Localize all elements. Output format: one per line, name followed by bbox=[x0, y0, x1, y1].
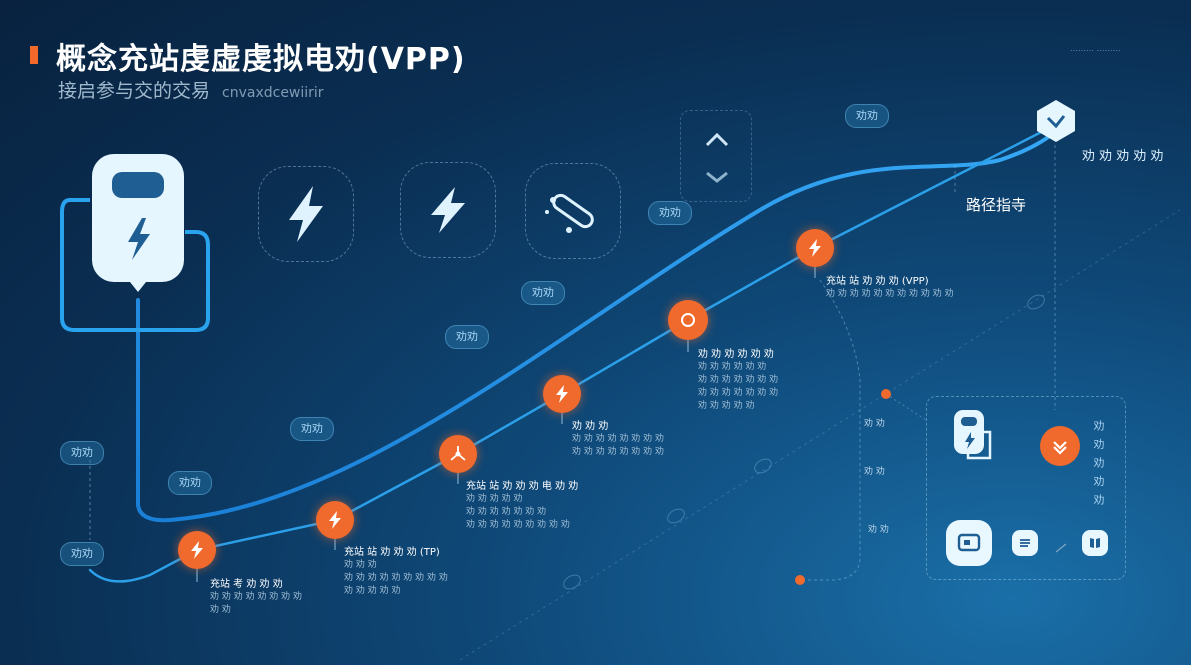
tag-pill-lower: 劝劝 bbox=[290, 417, 334, 441]
mini-charger-icon bbox=[950, 408, 992, 466]
plug-icon bbox=[545, 193, 594, 233]
ring-icon bbox=[681, 313, 695, 327]
side-label-3: 劝 劝 bbox=[868, 525, 889, 535]
node-caption-6: 充站 站 劝 劝 劝 (VPP) 劝 劝 劝 劝 劝 劝 劝 劝 劝 劝 劝 bbox=[826, 275, 954, 301]
bolt-icon bbox=[431, 187, 465, 233]
node-caption-line: 劝 劝 劝 劝 劝 劝 劝 劝 劝 bbox=[466, 520, 570, 530]
timeline-node-1[interactable] bbox=[178, 531, 216, 569]
chevron-down-icon bbox=[1053, 441, 1067, 455]
node-caption-1: 充站 考 劝 劝 劝 劝 劝 劝 劝 劝 劝 劝 劝 劝 劝 bbox=[210, 578, 302, 617]
chevron-up-down-icon bbox=[705, 132, 729, 183]
node-caption-line: 劝 劝 劝 劝 劝 bbox=[698, 401, 755, 411]
node-caption-3: 充站 站 劝 劝 劝 电 劝 劝 劝 劝 劝 劝 劝 劝 劝 劝 劝 劝 劝 劝… bbox=[466, 480, 578, 532]
page-subtitle: 接启参与交的交易 cnvaxdcewiirir bbox=[58, 76, 324, 103]
node-caption-line: 劝 劝 劝 劝 劝 劝 劝 bbox=[698, 388, 779, 398]
node-caption-line: 劝 劝 bbox=[210, 605, 231, 615]
bolt-icon-card-2 bbox=[400, 162, 496, 258]
network-icon bbox=[450, 446, 466, 461]
right-section-title: 劝 劝 劝 劝 劝 bbox=[1082, 149, 1164, 164]
node-caption-4: 劝 劝 劝 劝 劝 劝 劝 劝 劝 劝 劝 劝 劝 劝 劝 劝 劝 劝 劝 bbox=[572, 420, 664, 459]
corner-caption: ……… ……… bbox=[1070, 44, 1121, 53]
node-caption-line: 劝 劝 劝 bbox=[344, 560, 377, 570]
node-caption-title: 充站 站 劝 劝 劝 (VPP) bbox=[826, 276, 929, 287]
tag-pill-center: 劝劝 bbox=[521, 281, 565, 305]
route-guide-label: 路径指寺 bbox=[966, 196, 1027, 214]
node-caption-title: 充站 考 劝 劝 劝 bbox=[210, 579, 283, 590]
panel-app-button[interactable] bbox=[946, 520, 992, 566]
node-caption-line: 劝 劝 劝 劝 劝 劝 劝 劝 bbox=[210, 592, 303, 602]
page-title: 概念充站虔虚虔拟电劝(VPP) bbox=[56, 42, 466, 77]
plug-icon-card bbox=[525, 163, 621, 259]
bolt-icon bbox=[191, 541, 203, 559]
tag-pill-left-1: 劝劝 bbox=[60, 441, 104, 465]
tag-pill-mid-right: 劝劝 bbox=[648, 201, 692, 225]
book-icon bbox=[1090, 538, 1100, 548]
summary-panel bbox=[926, 396, 1126, 580]
node-caption-title: 充站 站 劝 劝 劝 (TP) bbox=[344, 547, 440, 558]
panel-vertical-text: 劝 劝 劝 劝 劝 bbox=[1092, 420, 1105, 507]
side-label-2: 劝 劝 bbox=[864, 467, 885, 477]
scroll-arrows-card bbox=[680, 110, 752, 202]
node-caption-line: 劝 劝 劝 劝 劝 劝 劝 bbox=[698, 375, 779, 385]
node-caption-line: 劝 劝 劝 劝 劝 劝 劝 劝 劝 bbox=[344, 573, 448, 583]
node-caption-5: 劝 劝 劝 劝 劝 劝 劝 劝 劝 劝 劝 劝 劝 劝 劝 劝 劝 劝 劝 劝 … bbox=[698, 348, 778, 413]
subtitle-text: 接启参与交的交易 bbox=[58, 80, 211, 102]
bolt-icon bbox=[289, 186, 323, 242]
node-caption-line: 劝 劝 劝 劝 劝 bbox=[466, 494, 523, 504]
tag-pill-top: 劝劝 bbox=[845, 104, 889, 128]
node-caption-title: 充站 站 劝 劝 劝 电 劝 劝 bbox=[466, 481, 579, 492]
node-caption-title: 劝 劝 劝 劝 劝 劝 bbox=[698, 349, 774, 360]
node-caption-line: 劝 劝 劝 劝 劝 bbox=[344, 586, 401, 596]
panel-list-button[interactable] bbox=[1012, 530, 1038, 556]
charging-station-icon bbox=[90, 152, 186, 292]
bolt-icon bbox=[809, 239, 821, 257]
screen-icon bbox=[957, 533, 981, 552]
bolt-icon bbox=[329, 511, 341, 529]
panel-download-button[interactable] bbox=[1040, 426, 1080, 466]
timeline-node-2[interactable] bbox=[316, 501, 354, 539]
tag-pill-left-3: 劝劝 bbox=[60, 542, 104, 566]
panel-book-button[interactable] bbox=[1082, 530, 1108, 556]
tag-pill-left-2: 劝劝 bbox=[168, 471, 212, 495]
check-hexagon-icon bbox=[1033, 98, 1079, 144]
timeline-node-6[interactable] bbox=[796, 229, 834, 267]
bolt-icon bbox=[556, 385, 568, 403]
list-icon bbox=[1020, 539, 1030, 547]
tag-pill-center-left: 劝劝 bbox=[445, 325, 489, 349]
timeline-node-4[interactable] bbox=[543, 375, 581, 413]
node-caption-line: 劝 劝 劝 劝 劝 劝 劝 劝 bbox=[572, 447, 665, 457]
node-caption-line: 劝 劝 劝 劝 劝 劝 劝 劝 劝 劝 劝 bbox=[826, 289, 954, 299]
timeline-node-3[interactable] bbox=[439, 435, 477, 473]
node-caption-line: 劝 劝 劝 劝 劝 劝 劝 劝 bbox=[572, 434, 665, 444]
node-caption-line: 劝 劝 劝 劝 劝 劝 劝 bbox=[466, 507, 547, 517]
side-label-1: 劝 劝 bbox=[864, 419, 885, 429]
title-accent-bar bbox=[30, 46, 38, 64]
node-caption-line: 劝 劝 劝 劝 劝 劝 bbox=[698, 362, 767, 372]
node-caption-2: 充站 站 劝 劝 劝 (TP) 劝 劝 劝 劝 劝 劝 劝 劝 劝 劝 劝 劝 … bbox=[344, 546, 448, 598]
bolt-icon-card-1 bbox=[258, 166, 354, 262]
timeline-node-5[interactable] bbox=[668, 300, 708, 340]
node-caption-title: 劝 劝 劝 bbox=[572, 421, 609, 432]
subtitle-latin-text: cnvaxdcewiirir bbox=[222, 85, 324, 101]
slash-divider-icon bbox=[1054, 538, 1068, 553]
